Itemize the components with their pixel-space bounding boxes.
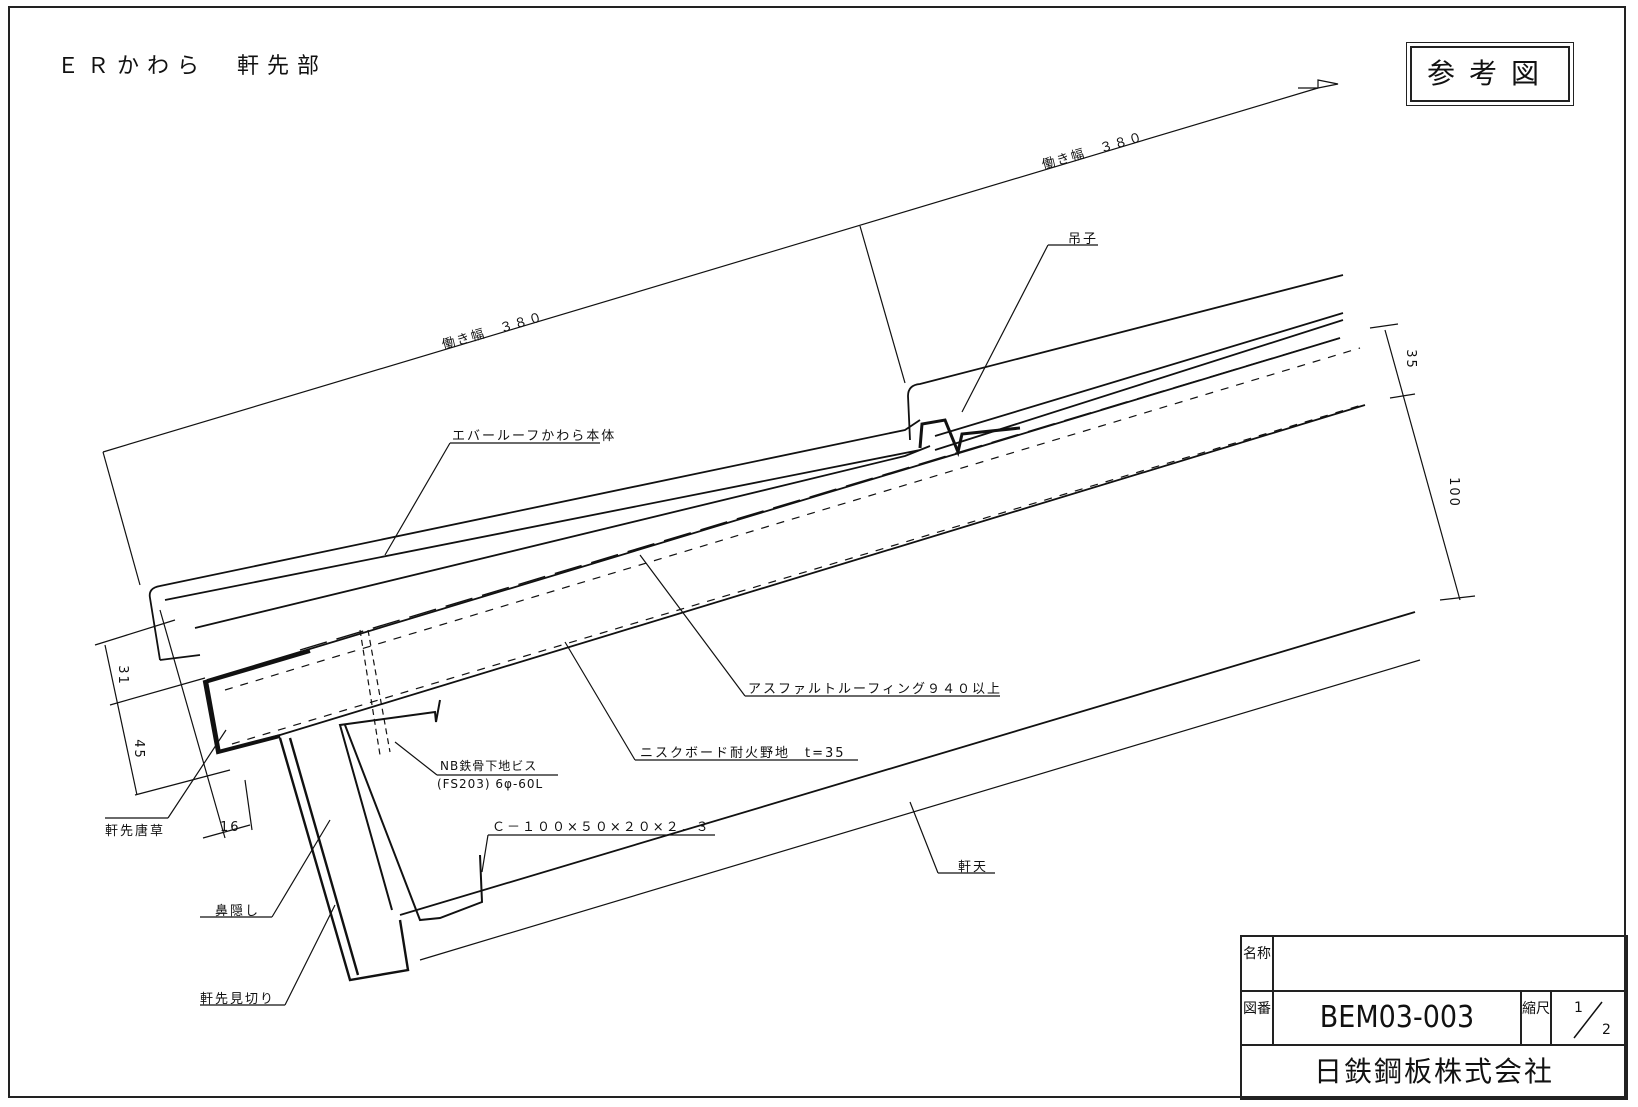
soffit-line: [419, 659, 1421, 961]
reference-stamp: 参考図: [1406, 42, 1574, 106]
title-block: 名称 図番 BEM03-003 縮尺 1 2 日鉄鋼板株式会社: [1240, 935, 1628, 1100]
label-hanakakushi: 鼻隠し: [215, 904, 261, 919]
dim-45: 45: [130, 739, 146, 760]
dimension-31-45-16: [94, 609, 253, 839]
hanger-clip: [918, 418, 1021, 458]
label-fire-board: ニスクボード耐火野地 t=35: [640, 746, 846, 761]
scale-value: 1 2: [1552, 992, 1628, 1046]
dim-31: 31: [114, 665, 130, 686]
leader-lines: [105, 244, 1098, 1006]
label-c-channel: Ｃ－１００×５０×２０×２．３: [492, 820, 711, 835]
company-name: 日鉄鋼板株式会社: [1242, 1046, 1628, 1100]
name-label: 名称: [1242, 937, 1274, 992]
scale-denominator: 2: [1602, 1022, 1611, 1038]
c-channel: [338, 699, 484, 922]
name-value: [1274, 937, 1628, 992]
label-hanger: 吊子: [1068, 232, 1099, 247]
roof-panel-upper: [907, 274, 1344, 451]
extension-line: [102, 451, 141, 586]
label-eave-karakusa: 軒先唐草: [105, 824, 166, 839]
board-hidden-line: [231, 403, 1366, 745]
dim-100: 100: [1445, 477, 1461, 508]
label-screw-spec: (FS203) 6φ-60L: [437, 777, 544, 791]
board-hidden-line: [224, 347, 1361, 691]
extension-line: [859, 225, 906, 384]
roof-panel: [148, 419, 931, 661]
asphalt-roofing: [299, 337, 1341, 651]
scale-slash: [1573, 1001, 1603, 1039]
dim-16: 16: [220, 820, 241, 835]
arrow-icon: [1298, 79, 1339, 89]
eave-karakusa: [202, 649, 311, 755]
soffit: [399, 611, 1416, 916]
label-roof-body: エバールーフかわら本体: [452, 429, 617, 444]
drawing-title: ＥＲかわら 軒先部: [57, 54, 328, 79]
label-eave-mikiri: 軒先見切り: [200, 992, 276, 1007]
drawing-frame: [8, 6, 1626, 1098]
drawing-number: BEM03-003: [1274, 992, 1522, 1046]
dimension-35-100: [1369, 323, 1476, 601]
label-soffit: 軒天: [958, 860, 989, 875]
label-asphalt-roofing: アスファルトルーフィング９４０以上: [748, 682, 1002, 697]
scale-numerator: 1: [1574, 1000, 1583, 1016]
dimension-line-working-width: [102, 87, 1319, 453]
hanakakushi: [278, 737, 410, 982]
number-label: 図番: [1242, 992, 1274, 1046]
dim-35: 35: [1402, 349, 1418, 370]
scale-label: 縮尺: [1522, 992, 1552, 1046]
screw: [359, 629, 391, 756]
label-screw: NB鉄骨下地ビス: [440, 759, 538, 773]
